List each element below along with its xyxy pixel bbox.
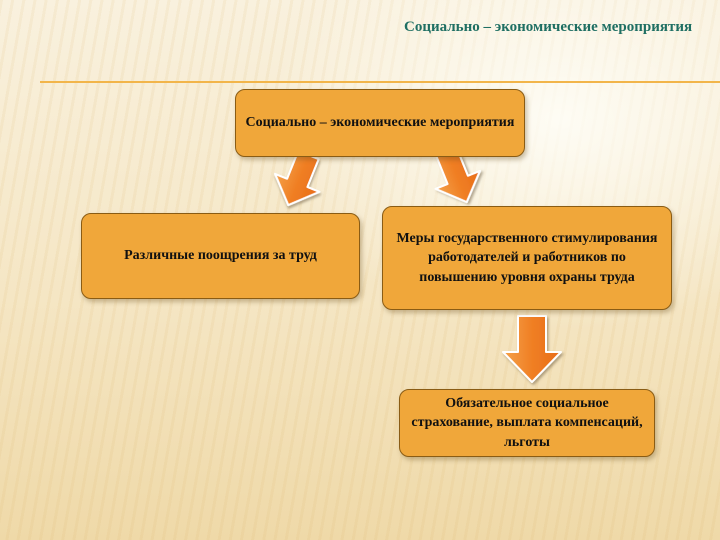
node-social-economic-measures: Социально – экономические мероприятия — [235, 89, 525, 157]
title-divider — [40, 81, 720, 83]
node-state-stimulus-measures: Меры государственного стимулирования раб… — [382, 206, 672, 310]
slide-title: Социально – экономические мероприятия — [404, 19, 693, 35]
node-labor-incentives: Различные поощрения за труд — [81, 213, 360, 299]
node-social-insurance: Обязательное социальное страхование, вып… — [399, 389, 655, 457]
